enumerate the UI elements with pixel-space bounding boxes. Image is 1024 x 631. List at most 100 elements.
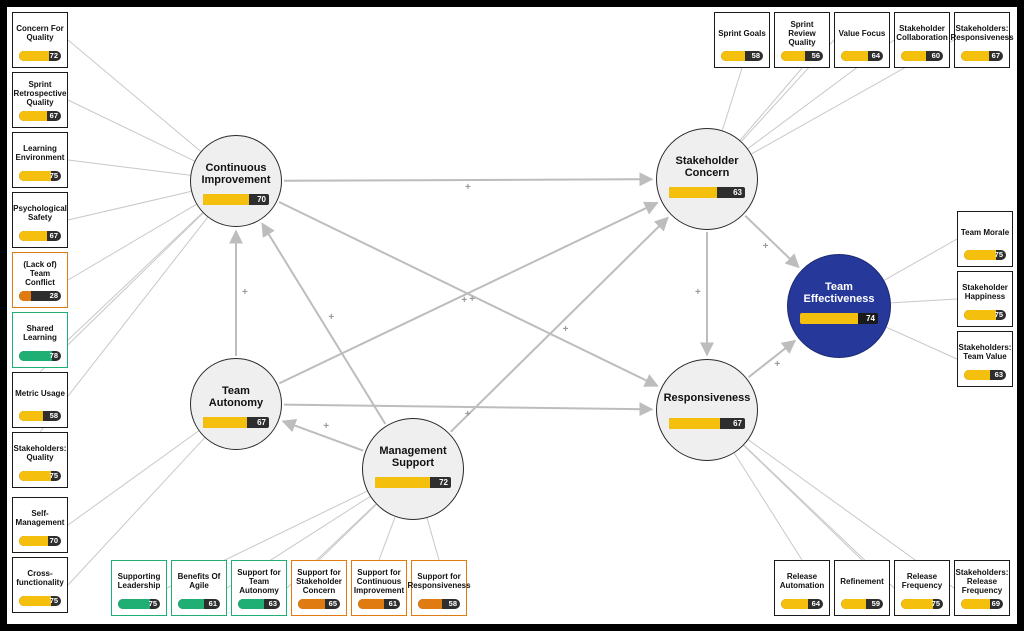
score-value: 67 xyxy=(257,418,266,427)
score-value: 63 xyxy=(994,370,1003,379)
score-value: 67 xyxy=(991,51,1000,60)
node-label: Stakeholder Concern xyxy=(675,155,739,179)
factor-label: Stakeholders: Release Frequency xyxy=(955,567,1009,595)
factor-link xyxy=(67,39,202,152)
score-value: 67 xyxy=(733,419,742,428)
score-bar: 58 xyxy=(19,411,61,421)
node-management-support[interactable]: Management Support 72 xyxy=(362,418,464,520)
edge-sign: + xyxy=(762,240,769,252)
score-value: 67 xyxy=(49,231,58,240)
edge-ms-sc xyxy=(450,216,669,433)
node-continuous-improvement[interactable]: Continuous Improvement 70 xyxy=(190,135,282,227)
score-value: 58 xyxy=(448,599,457,608)
edge-ms-ta xyxy=(281,419,364,452)
score-value: 67 xyxy=(49,111,58,120)
edge-sign: + xyxy=(469,294,476,306)
score-bar: 63 xyxy=(238,599,280,609)
score-value: 72 xyxy=(439,478,448,487)
score-bar: 67 xyxy=(203,417,269,428)
score-value: 61 xyxy=(388,599,397,608)
edge-sign: + xyxy=(695,286,701,298)
score-value: 58 xyxy=(751,51,760,60)
score-bar: 59 xyxy=(841,599,883,609)
factor-link xyxy=(67,99,195,162)
node-label: Responsiveness xyxy=(663,392,751,404)
factor-metric-usage[interactable]: Metric Usage 58 xyxy=(12,372,68,428)
factor-refinement[interactable]: Refinement 59 xyxy=(834,560,890,616)
node-label: Continuous Improvement xyxy=(201,162,271,186)
factor-support-for-responsiveness[interactable]: Support for Responsiveness 58 xyxy=(407,560,471,616)
edge-sign: + xyxy=(323,420,330,432)
score-value: 64 xyxy=(871,51,880,60)
score-bar: 63 xyxy=(669,187,745,198)
factor-label: Stakeholders: Quality xyxy=(13,444,67,462)
factor-link xyxy=(67,212,203,341)
factor-label: Release Automation xyxy=(779,572,825,590)
factor-label: Stakeholder Collaboration xyxy=(896,24,948,42)
node-team-autonomy[interactable]: Team Autonomy 67 xyxy=(190,358,282,450)
score-bar: 67 xyxy=(19,231,61,241)
factor-label: Concern For Quality xyxy=(16,24,64,42)
score-bar: 75 xyxy=(19,171,61,181)
edge-sign: + xyxy=(328,312,335,323)
factor-link xyxy=(743,445,863,561)
factor-label: Cross-functionality xyxy=(16,569,64,587)
factor-label: Sprint Retrospective Quality xyxy=(13,79,67,107)
score-bar: 58 xyxy=(721,51,763,61)
score-bar: 61 xyxy=(358,599,400,609)
score-bar: 58 xyxy=(418,599,460,609)
factor-label: Benefits Of Agile xyxy=(177,572,221,590)
edge-ta-re xyxy=(283,402,654,417)
score-value: 75 xyxy=(994,250,1003,259)
factor-sprint-retrospective-quality[interactable]: Sprint Retrospective Quality 67 xyxy=(12,72,68,128)
factor-support-for-continuous-improvement[interactable]: Support for Continuous Improvement 61 xyxy=(351,560,407,616)
factor-label: Self-Management xyxy=(15,509,65,527)
score-bar: 72 xyxy=(375,477,451,488)
factor-label: Support for Responsiveness xyxy=(407,572,471,590)
factor-stakeholders-team-value[interactable]: Stakeholders: Team Value 63 xyxy=(957,331,1013,387)
edge-sc-te xyxy=(744,215,800,269)
node-responsiveness[interactable]: Responsiveness 67 xyxy=(656,359,758,461)
node-team-effectiveness[interactable]: Team Effectiveness 74 xyxy=(787,254,891,358)
edge-sign: + xyxy=(464,408,471,420)
factor-label: Metric Usage xyxy=(15,388,65,398)
edge-ms-ci xyxy=(261,222,387,425)
edge-re-te xyxy=(748,339,797,378)
edge-sign: + xyxy=(465,182,471,193)
factor-label: Support for Continuous Improvement xyxy=(353,567,405,595)
factor-link xyxy=(67,430,199,526)
factor-link xyxy=(378,516,396,561)
edge-sign: + xyxy=(461,295,468,307)
factor-stakeholders-release-frequency[interactable]: Stakeholders: Release Frequency 69 xyxy=(954,560,1010,616)
factor-label: Shared Learning xyxy=(23,324,57,342)
score-bar: 70 xyxy=(203,194,269,205)
edge-ci-sc xyxy=(283,172,654,187)
factor-label: Refinement xyxy=(840,576,884,586)
score-value: 69 xyxy=(991,599,1000,608)
factor-link xyxy=(67,159,191,176)
factor-label: Stakeholders: Team Value xyxy=(958,343,1012,361)
score-value: 75 xyxy=(148,599,157,608)
node-stakeholder-concern[interactable]: Stakeholder Concern 63 xyxy=(656,128,758,230)
